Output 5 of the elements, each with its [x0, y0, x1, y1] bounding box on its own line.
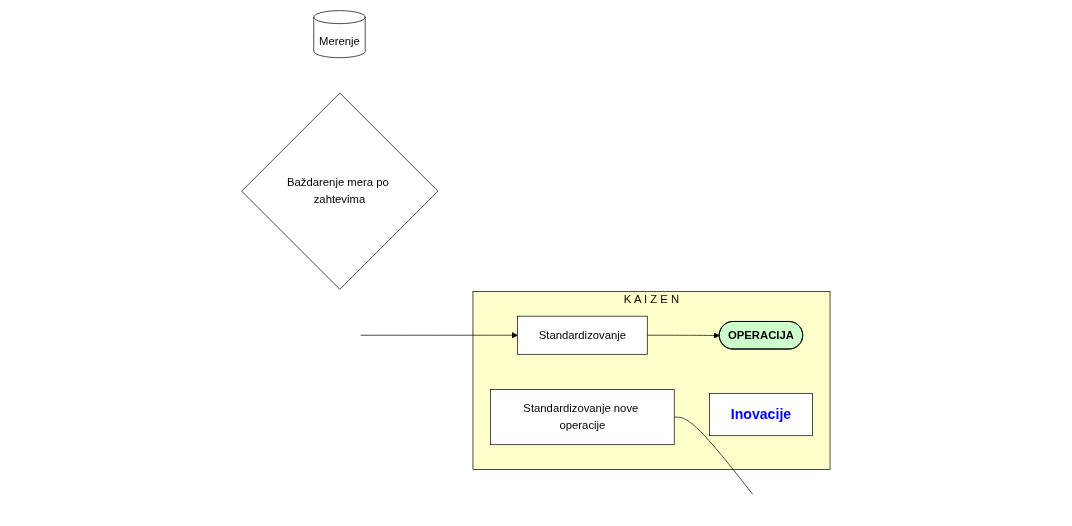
connector	[674, 416, 754, 495]
node-box: Inovacije	[709, 392, 813, 437]
node-box: Standardizovanje nove operacije	[490, 389, 675, 446]
node-diamond: Baždarenje mera po zahtevima	[241, 92, 439, 290]
node-box: Standardizovanje	[517, 315, 648, 355]
